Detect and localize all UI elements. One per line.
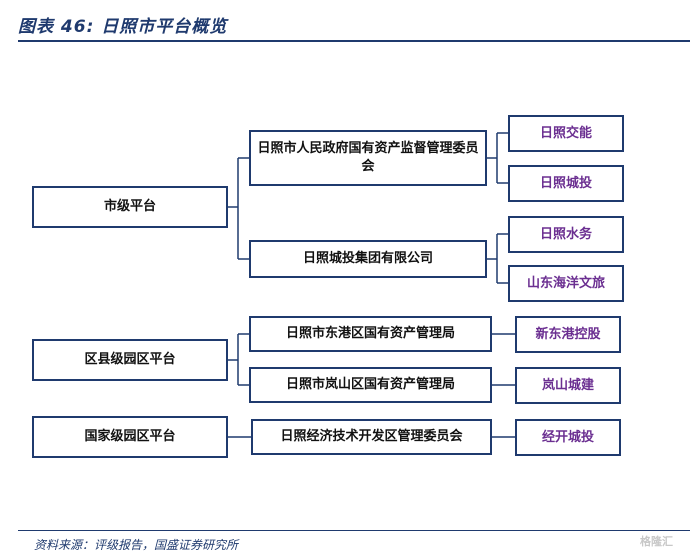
manager-box-donggang-sam: 日照市东港区国有资产管理局 [249, 316, 492, 352]
footer-divider [18, 530, 690, 531]
entity-box-shandong-ocean-tourism: 山东海洋文旅 [508, 265, 624, 302]
entity-box-rizhao-chengtou: 日照城投 [508, 165, 624, 202]
entity-box-rizhao-jiaoneng: 日照交能 [508, 115, 624, 152]
manager-box-city-sasac: 日照市人民政府国有资产监督管理委员会 [249, 130, 487, 186]
source-note: 资料来源：评级报告，国盛证券研究所 [34, 538, 239, 552]
entity-box-jingkai-chengtou: 经开城投 [515, 419, 621, 456]
title-divider [18, 40, 690, 42]
level-box-county: 区县级园区平台 [32, 339, 228, 381]
level-box-national: 国家级园区平台 [32, 416, 228, 458]
entity-box-lanshan-chengjian: 岚山城建 [515, 367, 621, 404]
manager-box-city-investment-group: 日照城投集团有限公司 [249, 240, 487, 278]
entity-box-rizhao-shuiwu: 日照水务 [508, 216, 624, 253]
level-box-city: 市级平台 [32, 186, 228, 228]
manager-box-ecodev-committee: 日照经济技术开发区管理委员会 [251, 419, 492, 455]
figure-title: 图表 46: 日照市平台概览 [18, 17, 228, 37]
manager-box-lanshan-sam: 日照市岚山区国有资产管理局 [249, 367, 492, 403]
watermark-logo: 格隆汇 [640, 535, 673, 548]
entity-box-xin-donggang-holding: 新东港控股 [515, 316, 621, 353]
